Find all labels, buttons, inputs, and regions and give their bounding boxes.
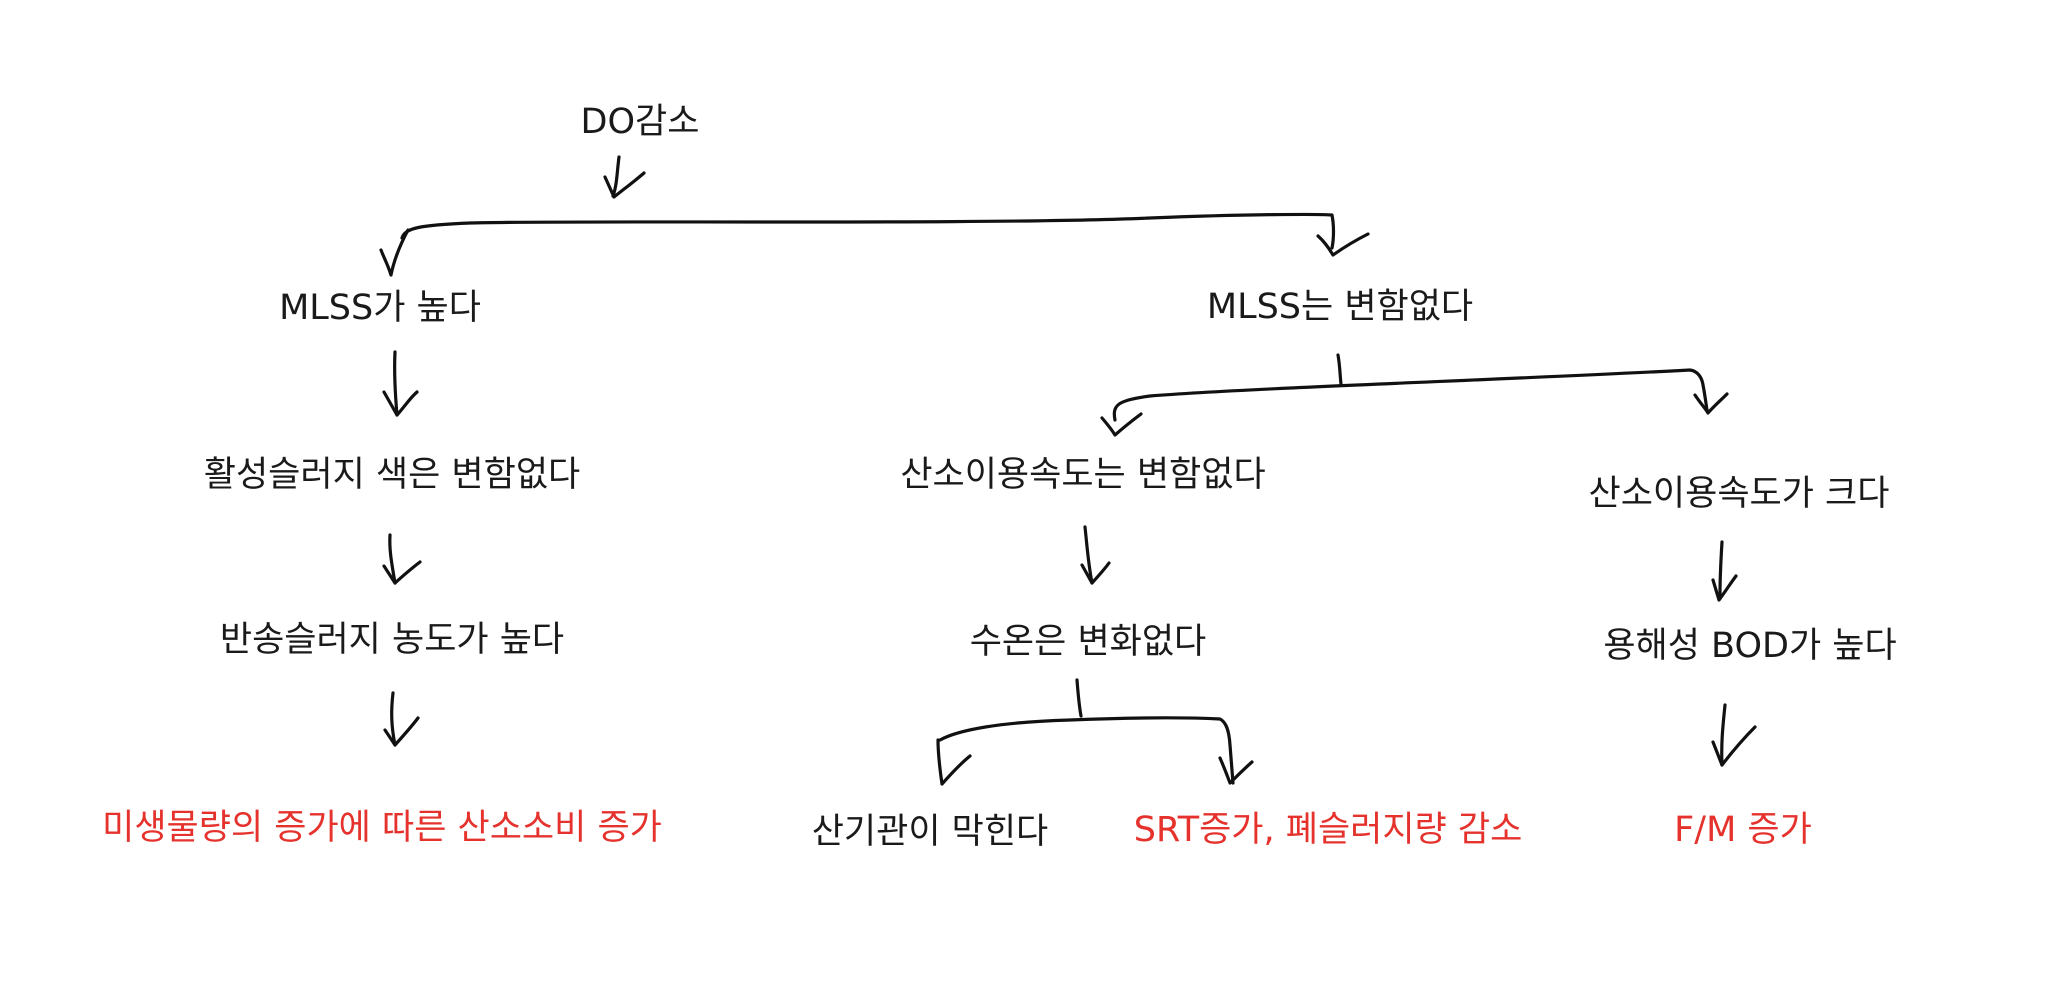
node-temp-unchanged: 수온은 변화없다: [969, 622, 1207, 662]
result-fm-increase: F/M 증가: [1674, 810, 1812, 850]
arrowhead-top-left: [379, 228, 410, 277]
arrowhead-mid-right: [1218, 756, 1254, 785]
arrow-left-2: [388, 533, 397, 585]
arrowhead-mid-left: [936, 738, 972, 786]
node-return-sludge-high: 반송슬러지 농도가 높다: [219, 620, 565, 660]
arrow-left-3: [390, 691, 397, 747]
result-diffuser-clogged: 산기관이 막힌다: [811, 812, 1049, 852]
arrowhead-root: [603, 171, 646, 199]
result-oxygen-consumption: 미생물량의 증가에 따른 산소소비 증가: [102, 808, 662, 848]
stem-mid-split: [1075, 678, 1083, 718]
arrowhead-left-1: [382, 390, 419, 417]
arrowhead-mid-top: [1100, 412, 1143, 437]
node-mlss-unchanged: MLSS는 변함없다: [1206, 287, 1474, 327]
node-soluble-bod-high: 용해성 BOD가 높다: [1603, 626, 1897, 666]
arrowhead-left-2: [382, 560, 422, 585]
node-mlss-high: MLSS가 높다: [279, 288, 481, 328]
node-sludge-color-unchanged: 활성슬러지 색은 변함없다: [203, 455, 581, 495]
arrow-mid-1: [1083, 525, 1094, 585]
node-our-high: 산소이용속도가 크다: [1588, 474, 1890, 514]
arrow-right-1: [1718, 540, 1724, 597]
arrow-root: [611, 155, 621, 198]
arrowhead-right-top: [1693, 392, 1729, 415]
result-srt-increase: SRT증가, 폐슬러지량 감소: [1133, 810, 1523, 850]
root-node: DO감소: [580, 102, 700, 142]
arrow-right-2: [1720, 703, 1727, 767]
branch-line-mid: [938, 716, 1235, 785]
branch-line-right: [1112, 368, 1709, 422]
branch-line-top: [400, 212, 1336, 250]
node-our-unchanged: 산소이용속도는 변함없다: [900, 455, 1266, 495]
arrowhead-left-3: [383, 716, 420, 747]
stem-right-split: [1336, 353, 1343, 386]
arrowhead-right-1: [1711, 574, 1738, 602]
arrowhead-top-right: [1316, 232, 1370, 257]
arrowhead-mid-1: [1080, 561, 1111, 585]
arrowhead-right-2: [1711, 725, 1757, 767]
arrow-left-1: [393, 350, 399, 417]
